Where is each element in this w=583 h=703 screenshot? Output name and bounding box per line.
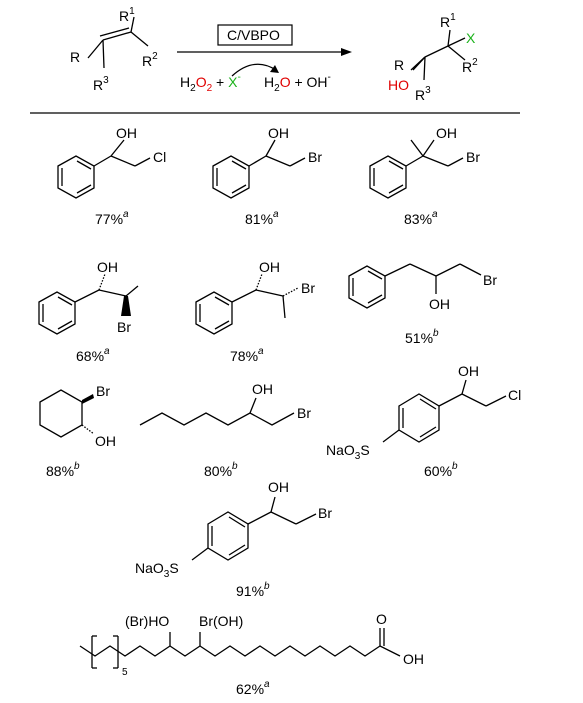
compound-5: OH Br 78%a — [195, 259, 315, 364]
br-label: Br — [301, 280, 315, 296]
r-label: R — [70, 49, 80, 65]
compound-4: OH Br 68%a — [38, 259, 139, 364]
yield-8: 80%b — [204, 461, 238, 479]
oh-label: OH — [259, 259, 280, 275]
product-r2-label: R2 — [462, 57, 478, 75]
compound-6: OH Br 51%b — [348, 263, 497, 346]
compound-7: Br OH 88%b — [39, 383, 116, 479]
broh-label: Br(OH) — [199, 613, 243, 629]
compound-8: OH Br 80%b — [139, 381, 311, 479]
yield-9: 60%b — [424, 461, 458, 479]
yield-10: 91%b — [236, 581, 270, 599]
yield-2: 81%a — [245, 209, 279, 227]
oh-label: OH — [97, 259, 118, 275]
byproducts-text: H2O + OH- — [264, 72, 331, 94]
product-x-label: X — [466, 30, 476, 46]
r3-label: R3 — [93, 75, 109, 93]
br-label: Br — [483, 272, 497, 288]
compound-9: OH Cl NaO3S 60%b — [326, 363, 521, 479]
sulfonate-label: NaO3S — [135, 560, 179, 580]
yield-4: 68%a — [76, 346, 110, 364]
oh-label: OH — [436, 125, 457, 141]
cl-label: Cl — [153, 149, 166, 165]
catalyst-box — [217, 24, 293, 46]
compound-3: OH Br 83%a — [369, 125, 480, 227]
repeat-count: 5 — [122, 667, 128, 678]
product-r1-label: R1 — [440, 12, 456, 30]
br-label: Br — [96, 383, 110, 399]
oh-label: OH — [252, 381, 273, 397]
reaction-arrow: C/VBPO H2O2 + X- H2O + OH- — [177, 24, 352, 94]
cl-label: Cl — [508, 387, 521, 403]
br-label: Br — [308, 149, 322, 165]
yield-11: 62%a — [236, 679, 270, 697]
carbonyl-o-label: O — [376, 611, 387, 627]
product-r-label: R — [394, 57, 404, 73]
reagents-text: H2O2 + X- — [180, 72, 241, 94]
acid-oh-label: OH — [403, 651, 424, 667]
product-ho-label: HO — [388, 77, 409, 93]
oh-label: OH — [268, 125, 289, 141]
br-label: Br — [466, 149, 480, 165]
br-label: Br — [297, 405, 311, 421]
yield-3: 83%a — [404, 209, 438, 227]
yield-7: 88%b — [46, 461, 80, 479]
compound-11: 5 (Br)HO Br(OH) O OH 62%a — [79, 611, 424, 697]
product-r3-label: R3 — [415, 85, 431, 103]
yield-6: 51%b — [405, 328, 439, 346]
oh-label: OH — [268, 479, 289, 495]
br-label: Br — [117, 319, 131, 335]
oh-label: OH — [429, 296, 450, 312]
brho-label: (Br)HO — [125, 613, 169, 629]
oh-label: OH — [458, 363, 479, 379]
oh-label: OH — [95, 433, 116, 449]
yield-5: 78%a — [230, 346, 264, 364]
compound-2: OH Br 81%a — [212, 125, 322, 227]
compound-1: OH Cl 77%a — [57, 125, 166, 227]
reactant-alkene: R R1 R2 R3 — [70, 6, 158, 93]
sulfonate-label: NaO3S — [326, 442, 370, 462]
catalyst-label: C/VBPO — [227, 27, 280, 43]
yield-1: 77%a — [95, 209, 129, 227]
product-halohydrin: R R1 X R2 HO R3 — [388, 12, 478, 103]
oh-label: OH — [116, 125, 137, 141]
r2-label: R2 — [142, 51, 158, 69]
br-label: Br — [318, 505, 332, 521]
compound-10: OH Br NaO3S 91%b — [135, 479, 332, 599]
